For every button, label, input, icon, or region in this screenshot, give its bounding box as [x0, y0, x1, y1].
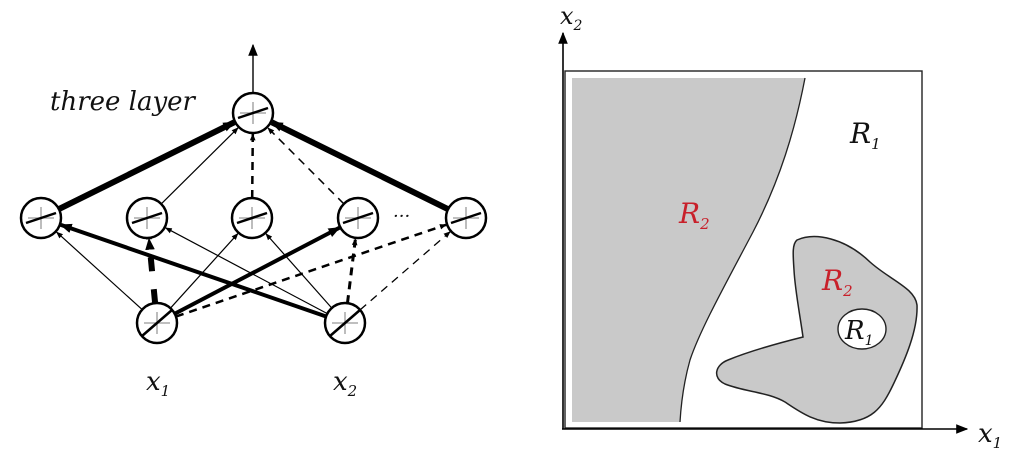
node-i0: [135, 301, 179, 345]
network-title: three layer: [50, 87, 197, 117]
region-label-r2-left: R2: [678, 197, 710, 233]
decision-regions-plot: x2 x1 R1 R2 R2 R1: [558, 2, 1002, 452]
region-r1-hole: [837, 308, 887, 350]
edge-i1-h0: [59, 222, 327, 319]
edge-h3-o: [267, 127, 345, 205]
hidden-ellipsis: ···: [393, 206, 410, 227]
node-h4: [444, 196, 488, 240]
input-label-x2: x2: [333, 367, 357, 400]
edge-h2-o: [249, 133, 256, 199]
region-boundary-left: [679, 77, 806, 423]
x-axis-label: x1: [978, 419, 1002, 452]
region-label-r1-hole: R1: [844, 316, 874, 349]
y-axis-label: x2: [560, 2, 583, 34]
region-r2-left: [572, 78, 805, 422]
edge-h4-o: [270, 119, 450, 212]
network-edges: [56, 119, 451, 319]
edge-i0-h3: [173, 225, 341, 316]
edge-i0-h4: [175, 223, 447, 318]
edge-i1-h1: [164, 227, 328, 315]
edge-h0-o: [57, 119, 236, 212]
edge-i1-h2: [265, 233, 333, 309]
node-h2: [230, 196, 274, 240]
plot-frame: [564, 70, 923, 429]
node-i1: [323, 301, 367, 345]
edge-h1-o: [160, 127, 239, 205]
edge-i1-h4: [359, 231, 451, 311]
node-h3: [336, 196, 380, 240]
node-h0: [19, 196, 63, 240]
node-h1: [125, 196, 169, 240]
network-nodes: [19, 91, 488, 345]
neural-network-diagram: three layer ··· x1 x2: [19, 43, 488, 400]
node-o: [231, 91, 275, 135]
region-label-r1-top: R1: [849, 117, 881, 153]
input-label-x1: x1: [146, 367, 170, 400]
edge-i1-h3: [345, 238, 358, 304]
region-r2-blob: [716, 235, 918, 424]
edge-i0-h1: [145, 237, 159, 304]
edge-i0-h0: [56, 231, 143, 311]
region-label-r2-blob: R2: [821, 264, 853, 300]
edge-i0-h2: [169, 233, 239, 309]
